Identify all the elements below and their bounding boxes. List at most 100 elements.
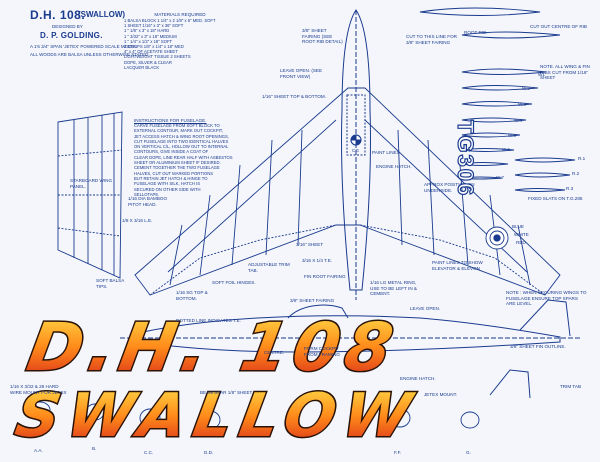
label-leave-open: LEAVE OPEN. (SEE FRONT VIEW) <box>280 68 323 79</box>
instruction-line: SHEET OR ALUMINIUM SHEET IF DESIRED. <box>134 160 221 166</box>
label-fin-root: FIN ROOT FAIRING <box>304 274 346 279</box>
instruction-line: ON VERTICAL C/L, HOLLOW OUT TO INTERNAL <box>134 144 229 150</box>
materials-row: 1 " 3/32" x 3" x 18" MEDIUM <box>124 33 177 39</box>
instructions-heading: INSTRUCTIONS FOR FUSELAGE. <box>134 118 207 123</box>
label-paint-lines: PAINT LINES <box>372 150 400 155</box>
starboard-wing-panel <box>57 111 123 279</box>
label-engine-hatch: ENGINE HATCH. <box>376 164 412 169</box>
label-cut-centre: CUT OUT CENTRE OF RIB <box>530 24 587 29</box>
label-fixed-slats: FIXED SLATS ON T.G.285 <box>528 196 583 201</box>
plan-title: D.H. 108. <box>30 8 86 22</box>
rib-label: R.1 <box>578 156 586 161</box>
label-red: RED <box>516 240 526 245</box>
spec-line-1: A 1'6 3/4" SPAN 'JETEX' POWERED SCALE MO… <box>30 44 137 49</box>
label-metal-ring: 1/16 LG METAL RING, USE TO BE LEFT IN & … <box>370 280 417 297</box>
label-form-cockpit: FORM COCKPIT FROM FRAMING <box>304 346 340 357</box>
label-white: WHITE <box>514 232 529 237</box>
materials-row: 1 " 1/4" x 1/2" x 18" SOFT <box>124 38 173 44</box>
rib-label: R.3 <box>566 186 574 191</box>
label-section-bb: B. <box>92 446 97 451</box>
rib-label: W.6 <box>502 147 510 152</box>
cross-sections <box>29 401 480 430</box>
materials-row: 1 SHEET 1/16" x 3" x 36" SOFT <box>124 23 184 29</box>
materials-list: MATERIALS REQUIRED 1 BALSA BLOCK 1 1/4" … <box>124 12 236 70</box>
label-leave-open-2: LEAVE OPEN. <box>410 306 441 311</box>
label-cut-to-line: CUT TO THIS LINE FOR 3/8" SHEET FAIRING <box>406 34 457 45</box>
label-bottom-mount: 1/16 X 3/32 & 28 HARD WIRE MOUNT FOR JET… <box>10 384 67 395</box>
instruction-line: JET ACCESS HATCH & WING ROOT OPENINGS, <box>134 133 229 139</box>
instruction-line: CUT FUSELAGE INTO TWO IDENTICAL HALVES <box>134 138 229 144</box>
instruction-line: CARVE FUSELAGE FROM SOFT BLOCK TO <box>134 123 220 128</box>
label-dotted-line: DOTTED LINE INDICATES T.E. <box>176 318 241 323</box>
label-soft-foil: SOFT FOIL HINGES. <box>212 280 256 285</box>
label-fin-fairing: 3/8" SHEET FAIRING (SEE ROOT RIB DETAIL) <box>302 28 343 45</box>
label-sg-top: 1/16 SG TOP & BOTTOM. <box>176 290 208 301</box>
side-view <box>120 299 580 399</box>
label-bamboo: 1/16 DIA BAMBOO PITOT HEAD. <box>128 196 168 207</box>
rib-label: W.5 <box>508 133 516 138</box>
materials-row: 1 BALSA BLOCK 1 1/4" x 2 1/8" x 6" MED. … <box>124 18 216 23</box>
fuselage-plan <box>340 9 372 300</box>
overlay-line1: D.H. 108 <box>22 308 405 385</box>
registration-marking: TG306 <box>452 119 478 198</box>
instruction-line: BUT RETAIN JET HATCH & HINGE TO <box>134 175 208 181</box>
instruction-line: FUSELAGE WITH SILK, HATCH IS <box>134 181 201 187</box>
materials-heading: MATERIALS REQUIRED <box>154 12 206 17</box>
rib-label: W.3 <box>518 102 526 107</box>
overlay-title: D.H. 108 SWALLOW <box>9 307 425 452</box>
label-approx-pos: APPROX POSITION ON UNDERSIDE. <box>424 182 475 193</box>
label-sheet-316: 3/16" SHEET <box>296 242 324 247</box>
label-jetex-mount: JETEX MOUNT. <box>424 392 458 397</box>
label-blue: BLUE <box>512 224 525 229</box>
label-centre: CENTRE. <box>264 350 285 355</box>
materials-row: LIGHTWEIGHT TISSUE 2 SHEETS <box>124 54 191 60</box>
instruction-line: CEMENT TOGETHER THE TWO FUSELAGE <box>134 165 220 171</box>
instruction-line: SELLOTAPE. <box>134 191 160 197</box>
label-paint-lines-2: PAINT LINES TO SHOW ELEVATOR & ELEVON <box>432 260 483 271</box>
instruction-line: CLEAR DOPE, LINE REAR HALF WITH ASBESTOS <box>134 154 233 160</box>
materials-row: 1 " 1/8" x 3" x 18" HARD <box>124 28 170 34</box>
rib-label: W.2 <box>522 86 530 91</box>
instruction-line: EXTERNAL CONTOUR, MARK OUT COCKPIT, <box>134 128 224 134</box>
author-name: D. P. GOLDING. <box>40 31 103 40</box>
instruction-line: SECURED ON OTHER SIDE WITH <box>134 186 201 192</box>
materials-row: 4" x 4" OF ACETATE SHEET <box>124 49 178 55</box>
materials-row: 2 STRIPS 1/8" x 1/4" x 18" MED <box>124 44 184 50</box>
label-root-rib: ROOT RIB. <box>464 30 488 35</box>
label-cg: CG <box>352 148 359 153</box>
rib-label: W1 <box>538 72 545 77</box>
rib-label: W.4 <box>514 118 522 123</box>
roundel <box>485 226 509 250</box>
label-starboard: STARBOARD WING PANEL. <box>70 178 113 189</box>
label-trim-tab: TRIM TAB <box>560 384 582 389</box>
spec-line-2: ALL WOODS ARE BALSA UNLESS OTHERWISE STA… <box>30 52 149 57</box>
fuselage-instructions: INSTRUCTIONS FOR FUSELAGE. CARVE FUSELAG… <box>134 118 246 197</box>
label-section-aa: A.A. <box>34 448 43 453</box>
label-section-cc: C.C. <box>144 450 154 455</box>
plan-subtitle: (SWALLOW) <box>78 10 126 19</box>
designed-by-label: DESIGNED BY <box>52 24 83 29</box>
label-sheet-fin: 3/8" SHEET FIN OUTLINE. <box>510 344 566 349</box>
materials-row: DOPE, SILVER & CLEAR <box>124 59 172 65</box>
label-section-dd: D.D. <box>204 450 214 455</box>
label-section-ff: F.F. <box>394 450 402 455</box>
label-beam-spar: BEAM SPAR 1/8" SHEET <box>200 390 253 395</box>
rib-label: W.7 <box>496 175 504 180</box>
label-note-ribs: NOTE. ALL WING & FIN RIBS CUT FROM 1/16"… <box>540 64 590 81</box>
instruction-line: HALVES, CUT OUT MARKED PORTIONS <box>134 170 214 176</box>
label-engine-hatch-2: ENGINE HATCH. <box>400 376 436 381</box>
label-note-securing: NOTE : WHEN SECURING WINGS TO FUSELAGE E… <box>506 290 587 307</box>
overlay-line2: SWALLOW <box>10 381 423 450</box>
label-le: 1/8 X 3/16 L.E. <box>122 218 153 223</box>
materials-row: LACQUER BLACK <box>124 64 160 70</box>
label-section-gg: G. <box>466 450 471 455</box>
label-adjustable-trim: ADJUSTABLE TRIM TAB. <box>248 262 290 273</box>
rib-label: R.2 <box>572 171 580 176</box>
instruction-line: CONTOURS, GIVE INSIDE A COAT OF <box>134 149 209 155</box>
label-soft-balsa: SOFT BALSA TIPS. <box>96 278 124 289</box>
rib-templates <box>419 7 576 192</box>
label-sheet-top-bottom: 1/16" SHEET TOP & BOTTOM. <box>262 94 327 99</box>
label-te: 3/16 X 1/4 T.E. <box>302 258 333 263</box>
